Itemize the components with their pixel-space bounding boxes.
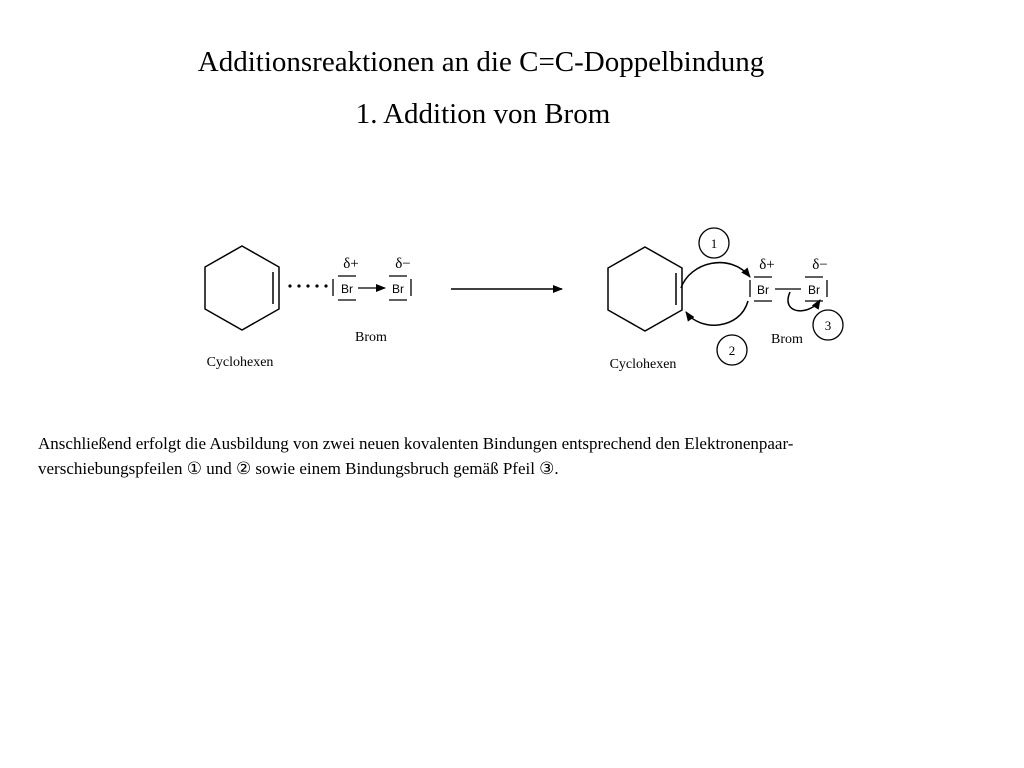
marker-circle-2: 2 — [716, 334, 748, 366]
pi-interaction-dots — [288, 284, 328, 288]
bromine-molecule: Br Br — [332, 275, 412, 301]
bromine-atom-left: Br — [341, 282, 353, 296]
marker-circle-1: 1 — [698, 227, 730, 259]
page-subtitle: 1. Addition von Brom — [355, 98, 611, 130]
electron-arrow-1 — [680, 261, 751, 289]
marker-circle-3: 3 — [812, 309, 844, 341]
page-title: Additionsreaktionen an die C=C-Doppelbin… — [197, 46, 765, 78]
marker-number-1: 1 — [711, 236, 718, 251]
description-line-2: verschiebungspfeilen ① und ② sowie einem… — [38, 459, 559, 478]
description-line-1: Anschließend erfolgt die Ausbildung von … — [38, 434, 794, 453]
bromine-atom-left: Br — [757, 283, 769, 297]
description-text: Anschließend erfolgt die Ausbildung von … — [38, 431, 998, 481]
cyclohexene-label: Cyclohexen — [207, 355, 274, 370]
cyclohexene-molecule — [204, 245, 280, 331]
bromine-label: Brom — [355, 330, 387, 345]
bromine-atom-right: Br — [808, 283, 820, 297]
partial-negative-charge: δ− — [395, 256, 411, 272]
electron-arrow-2 — [685, 300, 749, 326]
cyclohexene-molecule-intermediate — [607, 246, 683, 332]
cyclohexene-ring — [607, 246, 683, 332]
reaction-diagram: Cyclohexen Br Br δ+ δ− Brom Cyclohexen 1 — [204, 227, 844, 372]
partial-negative-charge: δ− — [812, 257, 828, 273]
cyclohexene-ring — [204, 245, 280, 331]
partial-positive-charge: δ+ — [343, 256, 359, 272]
bromine-molecule-intermediate: Br Br — [749, 276, 828, 302]
bromine-label-intermediate: Brom — [771, 332, 803, 347]
marker-number-2: 2 — [729, 343, 736, 358]
marker-number-3: 3 — [825, 318, 832, 333]
partial-positive-charge: δ+ — [759, 257, 775, 273]
cyclohexene-label-intermediate: Cyclohexen — [610, 357, 677, 372]
bromine-atom-right: Br — [392, 282, 404, 296]
electron-arrow-3 — [787, 291, 821, 312]
